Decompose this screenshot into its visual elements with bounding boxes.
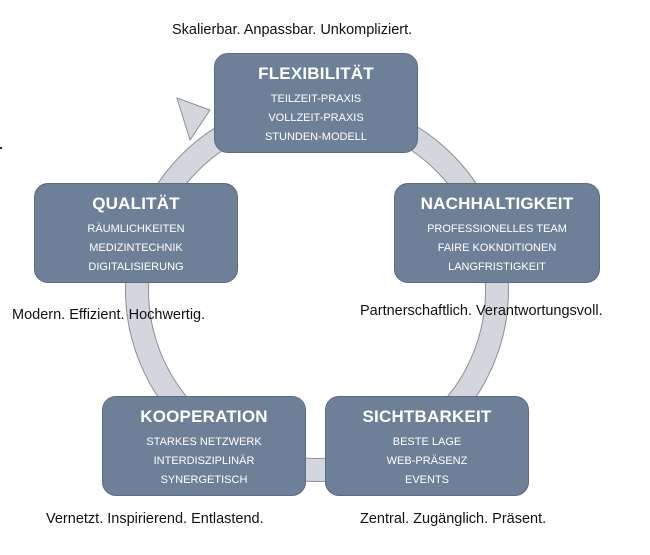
box-sichtbarkeit: SICHTBARKEIT BESTE LAGE WEB-PRÄSENZ EVEN… (325, 396, 529, 496)
box-item: TEILZEIT-PRAXIS (270, 93, 362, 105)
box-title: NACHHALTIGKEIT (420, 194, 574, 213)
box-item: MEDIZINTECHNIK (89, 242, 183, 254)
caption-nachhaltigkeit: Partnerschaftlich. Verantwortungsvoll. (360, 303, 603, 319)
box-item: PROFESSIONELLES TEAM (427, 223, 567, 235)
box-title: KOOPERATION (140, 407, 268, 426)
box-item: STARKES NETZWERK (146, 436, 262, 448)
box-item: SYNERGETISCH (160, 474, 248, 486)
box-item: EVENTS (404, 474, 449, 486)
box-item: BESTE LAGE (392, 436, 462, 448)
box-title: FLEXIBILITÄT (258, 64, 374, 83)
box-nachhaltigkeit: NACHHALTIGKEIT PROFESSIONELLES TEAM FAIR… (394, 183, 600, 283)
caption-kooperation: Vernetzt. Inspirierend. Entlastend. (46, 511, 264, 527)
caption-sichtbarkeit: Zentral. Zugänglich. Präsent. (360, 511, 547, 527)
caption-qualitaet: Modern. Effizient. Hochwertig. (12, 307, 206, 323)
box-item: WEB-PRÄSENZ (386, 455, 468, 467)
box-qualitaet: QUALITÄT RÄUMLICHKEITEN MEDIZINTECHNIK D… (34, 183, 238, 283)
box-item: RÄUMLICHKEITEN (87, 223, 185, 235)
box-title: QUALITÄT (92, 194, 180, 213)
caption-flexibilitaet: Skalierbar. Anpassbar. Unkompliziert. (172, 22, 413, 38)
box-flexibilitaet: FLEXIBILITÄT TEILZEIT-PRAXIS VOLLZEIT-PR… (214, 53, 418, 153)
cycle-arrowhead (176, 97, 211, 142)
box-kooperation: KOOPERATION STARKES NETZWERK INTERDISZIP… (102, 396, 306, 496)
box-item: VOLLZEIT-PRAXIS (268, 112, 364, 124)
box-item: STUNDEN-MODELL (264, 131, 368, 143)
box-item: LANGFRISTIGKEIT (448, 261, 546, 273)
box-item: DIGITALISIERUNG (88, 261, 184, 273)
box-title: SICHTBARKEIT (362, 407, 492, 426)
box-item: INTERDISZIPLINÄR (153, 455, 255, 467)
box-item: FAIRE KOKNDITIONEN (437, 242, 557, 254)
